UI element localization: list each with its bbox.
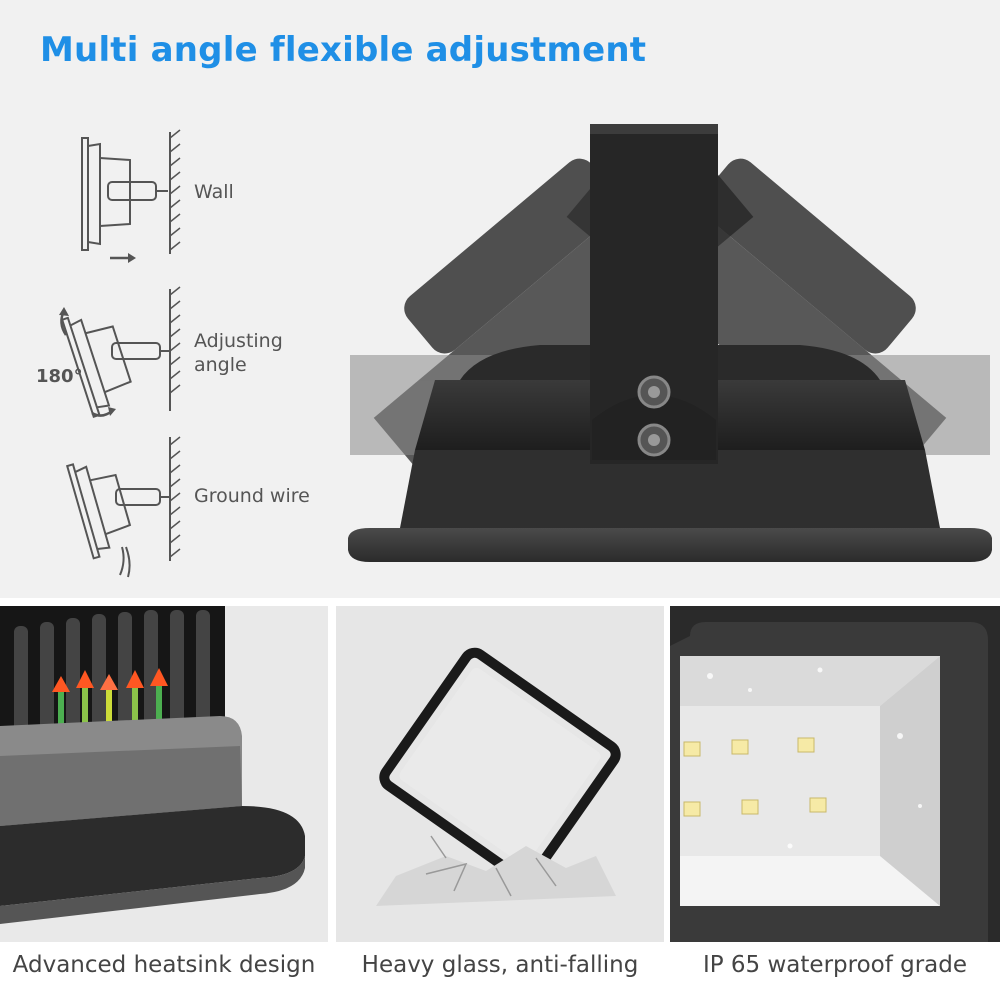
caption-glass: Heavy glass, anti-falling: [361, 952, 639, 978]
caption-waterproof: IP 65 waterproof grade: [702, 952, 968, 978]
adjusting-angle-icon: [59, 286, 181, 419]
wall-mount-icon: [81, 129, 181, 263]
mount-label-adjusting-text: Adjusting angle: [194, 330, 283, 376]
floodlight-hero-image: [348, 124, 992, 562]
angle-label: 180°: [36, 366, 83, 387]
mount-label-wall: Wall: [194, 181, 234, 203]
mount-label-adjusting: Adjusting angle: [194, 329, 283, 377]
ground-wire-icon: [65, 436, 181, 578]
mount-label-ground: Ground wire: [194, 485, 310, 507]
page-title: Multi angle flexible adjustment: [40, 30, 647, 70]
feature-glass-image: [336, 606, 664, 942]
feature-heatsink-image: [0, 606, 328, 942]
caption-heatsink: Advanced heatsink design: [12, 952, 316, 978]
feature-waterproof-image: [670, 606, 1000, 942]
